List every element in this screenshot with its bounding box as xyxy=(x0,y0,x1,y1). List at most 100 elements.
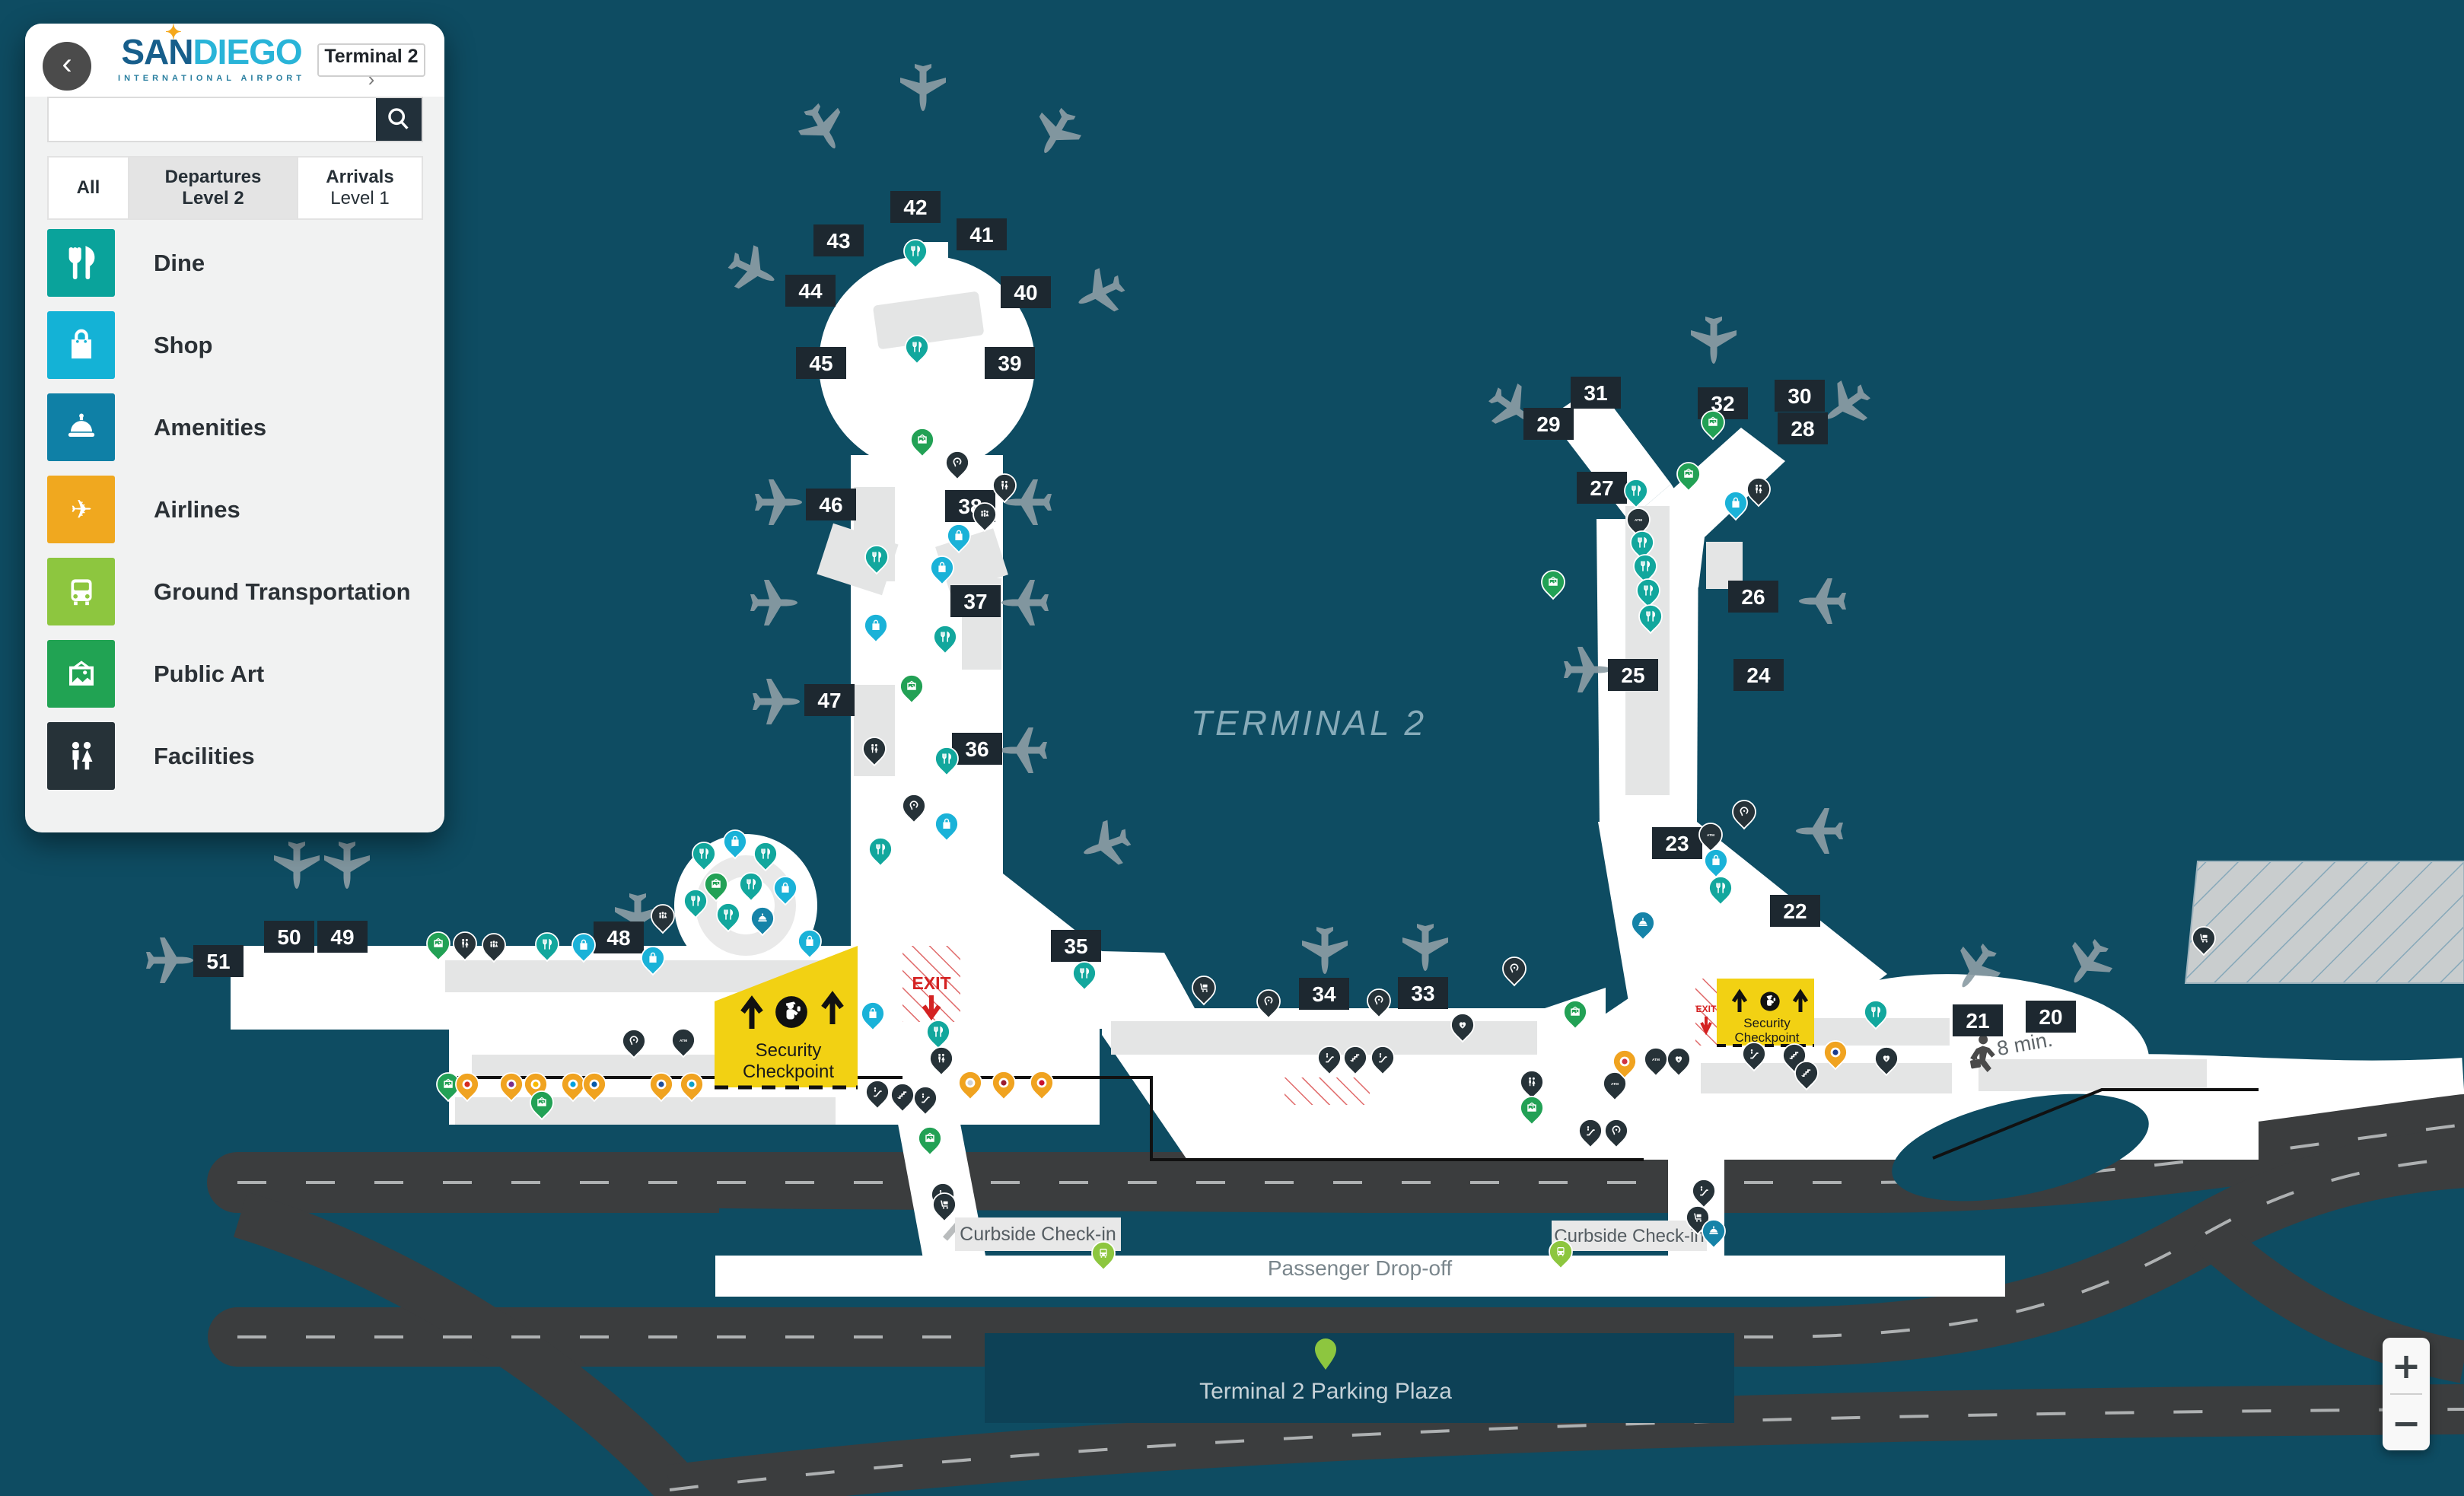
map-pin-dine[interactable] xyxy=(1072,961,1097,991)
map-pin-stairs[interactable] xyxy=(890,1083,915,1113)
map-pin-art[interactable] xyxy=(436,1072,460,1103)
map-pin-cart[interactable] xyxy=(1192,976,1216,1006)
map-pin-shop[interactable] xyxy=(1704,848,1728,879)
map-pin-art[interactable] xyxy=(1701,410,1725,441)
map-pin-airline[interactable] xyxy=(992,1071,1016,1101)
map-pin-dine[interactable] xyxy=(1636,578,1660,609)
map-pin-atm[interactable]: ATM xyxy=(1603,1071,1627,1102)
map-pin-ear[interactable] xyxy=(622,1029,646,1059)
map-pin-ear[interactable] xyxy=(1367,988,1391,1019)
map-pin-stairs[interactable] xyxy=(1794,1061,1819,1091)
map-pin-shop[interactable] xyxy=(861,1001,885,1032)
back-button[interactable]: ‹ xyxy=(43,42,91,91)
map-pin-shop[interactable] xyxy=(864,613,888,644)
map-pin-art[interactable] xyxy=(530,1090,554,1121)
map-pin-dine[interactable] xyxy=(1864,1000,1888,1030)
map-pin-dine[interactable] xyxy=(868,837,893,867)
map-pin-art[interactable] xyxy=(918,1126,942,1157)
tab-arrivals-level-1[interactable]: Arrivals Level 1 xyxy=(298,158,422,218)
map-pin-shop[interactable] xyxy=(1724,491,1748,521)
map-pin-art[interactable] xyxy=(1563,1000,1587,1030)
sidebar-item-facilities[interactable]: Facilities xyxy=(47,722,435,791)
security-checkpoint-right[interactable]: Security Checkpoint xyxy=(1717,979,1814,1047)
map-pin-dine[interactable] xyxy=(933,625,957,655)
map-pin-amen[interactable] xyxy=(1702,1219,1726,1249)
map-pin-shop[interactable] xyxy=(641,946,665,976)
map-pin-wc[interactable] xyxy=(992,473,1017,504)
map-pin-dine[interactable] xyxy=(535,932,559,963)
map-pin-amen[interactable] xyxy=(1631,911,1655,941)
map-pin-dine[interactable] xyxy=(905,335,929,365)
map-pin-shop[interactable] xyxy=(947,524,971,554)
map-pin-fam[interactable] xyxy=(651,904,675,934)
tab-departures-level-2[interactable]: Departures Level 2 xyxy=(129,158,298,218)
map-pin-esc[interactable] xyxy=(1578,1119,1603,1149)
map-pin-bus[interactable] xyxy=(1091,1241,1116,1272)
sidebar-item-public-art[interactable]: Public Art xyxy=(47,640,435,708)
map-pin-cart[interactable] xyxy=(2192,926,2216,956)
map-pin-airline[interactable] xyxy=(1030,1071,1054,1101)
zoom-in-button[interactable]: + xyxy=(2383,1338,2430,1393)
map-pin-ear[interactable] xyxy=(945,450,969,481)
sidebar-item-shop[interactable]: Shop xyxy=(47,311,435,380)
map-pin-airline[interactable] xyxy=(561,1072,585,1103)
map-pin-art[interactable] xyxy=(899,674,924,705)
map-pin-airline[interactable] xyxy=(1612,1049,1637,1080)
map-pin-ear[interactable] xyxy=(1502,956,1526,987)
map-pin-amen[interactable] xyxy=(750,906,775,937)
map-pin-dine[interactable] xyxy=(864,545,889,575)
map-pin-esc[interactable] xyxy=(1317,1046,1342,1076)
terminal-select-button[interactable]: Terminal 2 › xyxy=(317,43,425,91)
map-pin-dine[interactable] xyxy=(1630,530,1654,561)
map-pin-ear[interactable] xyxy=(902,794,926,824)
sidebar-item-ground-transportation[interactable]: Ground Transportation xyxy=(47,558,435,626)
map-pin-wc[interactable] xyxy=(1520,1070,1544,1100)
map-pin-dine[interactable] xyxy=(1624,479,1648,509)
map-pin-dine[interactable] xyxy=(716,902,740,933)
map-pin-dine[interactable] xyxy=(903,239,928,269)
map-pin-dine[interactable] xyxy=(1708,876,1733,906)
map-pin-fam[interactable] xyxy=(973,502,997,533)
map-pin-art[interactable] xyxy=(704,872,728,902)
map-pin-atm[interactable]: ATM xyxy=(1626,508,1651,538)
map-pin-dine[interactable] xyxy=(683,889,708,919)
map-pin-airline[interactable] xyxy=(582,1072,606,1103)
map-pin-esc[interactable] xyxy=(1742,1042,1766,1072)
map-pin-airline[interactable] xyxy=(499,1072,524,1103)
map-pin-airline[interactable] xyxy=(958,1071,982,1101)
map-pin-atm[interactable]: ATM xyxy=(671,1028,696,1058)
map-pin-wc[interactable] xyxy=(453,931,477,962)
map-pin-shop[interactable] xyxy=(773,876,797,906)
map-pin-shop[interactable] xyxy=(723,829,747,860)
map-pin-fam[interactable] xyxy=(482,933,506,963)
map-pin-airline[interactable] xyxy=(1823,1040,1848,1071)
tab-all[interactable]: All xyxy=(49,158,129,218)
map-pin-ear[interactable] xyxy=(1256,989,1281,1020)
map-pin-airline[interactable] xyxy=(455,1072,479,1103)
map-pin-wc[interactable] xyxy=(1746,477,1771,508)
map-pin-ear[interactable] xyxy=(1604,1119,1628,1149)
map-pin-aed[interactable] xyxy=(1667,1047,1691,1077)
map-pin-dine[interactable] xyxy=(753,842,778,872)
map-pin-cart[interactable] xyxy=(932,1192,957,1223)
map-pin-airline[interactable] xyxy=(680,1072,704,1103)
sidebar-item-dine[interactable]: Dine xyxy=(47,229,435,298)
search-input[interactable] xyxy=(53,101,368,138)
zoom-out-button[interactable]: − xyxy=(2383,1395,2430,1450)
map-pin-atm[interactable]: ATM xyxy=(1644,1047,1668,1077)
sidebar-item-amenities[interactable]: Amenities xyxy=(47,393,435,462)
map-pin-dine[interactable] xyxy=(934,746,959,777)
map-pin-shop[interactable] xyxy=(797,929,822,960)
map-pin-ear[interactable] xyxy=(1732,800,1756,830)
map-pin-dine[interactable] xyxy=(926,1020,950,1050)
search-button[interactable] xyxy=(376,98,422,141)
map-pin-art[interactable] xyxy=(910,428,934,458)
parking-plaza[interactable]: Terminal 2 Parking Plaza xyxy=(985,1333,1734,1423)
sidebar-item-airlines[interactable]: ✈Airlines xyxy=(47,476,435,544)
map-pin-dine[interactable] xyxy=(739,872,763,902)
map-pin-art[interactable] xyxy=(1541,570,1565,600)
map-pin-wc[interactable] xyxy=(929,1046,953,1077)
map-pin-esc[interactable] xyxy=(1370,1046,1395,1076)
map-pin-dine[interactable] xyxy=(1633,554,1657,584)
